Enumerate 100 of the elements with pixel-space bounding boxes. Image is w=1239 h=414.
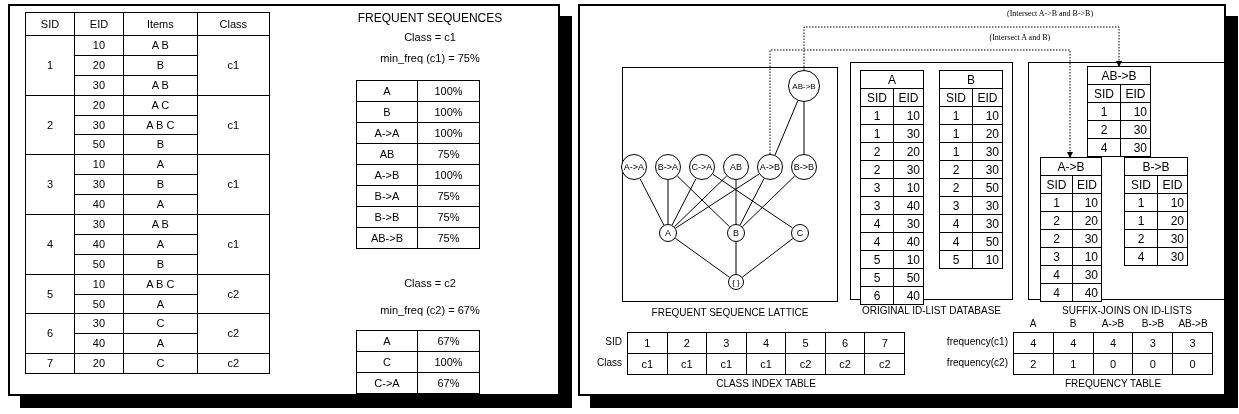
table-cell: 3 [25, 154, 75, 215]
table-cell: 4 [1053, 332, 1094, 354]
table-cell: 6 [860, 286, 894, 305]
table-cell: AB [356, 143, 418, 165]
row-label: frequency(c2) [945, 358, 1008, 368]
table-cell: 20 [1157, 211, 1188, 230]
table-cell: 4 [25, 214, 75, 275]
table-cell: 1 [939, 124, 973, 143]
table-cell: 2 [939, 178, 973, 197]
table-cell: 2 [1040, 211, 1073, 230]
dotted-arrow [803, 26, 1122, 71]
table-cell: A->A [356, 122, 418, 144]
column-header: SID [860, 88, 894, 107]
table-cell: 2 [1124, 229, 1158, 248]
column-header: SID [1040, 175, 1073, 194]
column-header: EID [1120, 84, 1151, 103]
table-cell: 4 [860, 232, 894, 251]
lattice-line [667, 179, 669, 225]
table-caption: FREQUENCY TABLE [1063, 379, 1163, 389]
table-cell: 30 [1072, 229, 1102, 248]
table-cell: 5 [785, 332, 826, 354]
table-cell: 3 [1172, 332, 1213, 354]
table-cell: B [356, 101, 418, 123]
table-cell: 1 [1087, 102, 1121, 121]
table-cell: 30 [74, 115, 124, 135]
class-heading: Class = c1 [403, 32, 457, 43]
table-cell: 7 [25, 353, 75, 374]
table-cell: 20 [893, 142, 924, 161]
table-cell: 1 [627, 332, 668, 354]
table-cell: 10 [893, 106, 924, 125]
lattice-line [739, 178, 765, 226]
table-cell: 30 [1157, 247, 1188, 266]
dotted-arrow [769, 49, 1073, 158]
table-cell: 100% [417, 101, 480, 123]
table-cell: 40 [74, 234, 124, 255]
table-cell: 40 [893, 286, 924, 305]
lattice-line [741, 237, 794, 278]
table-cell: 20 [74, 353, 124, 374]
column-header: Class [197, 12, 270, 36]
table-cell: c1 [197, 95, 270, 155]
table-cell: 1 [939, 106, 973, 125]
table-cell: c1 [746, 353, 786, 375]
table-cell: 2 [939, 160, 973, 179]
table-cell: 30 [1157, 229, 1188, 248]
table-cell: 1 [1124, 211, 1158, 230]
table-cell: B->B [356, 206, 418, 228]
table-cell: c2 [864, 353, 905, 375]
table-cell: 4 [1040, 265, 1073, 284]
table-cell: 50 [893, 268, 924, 287]
column-header: B [1068, 319, 1078, 329]
table-cell: 75% [417, 227, 480, 249]
table-cell: 4 [939, 214, 973, 233]
table-cell: 4 [746, 332, 786, 354]
table-cell: 1 [1053, 353, 1094, 375]
table-cell: c1 [197, 154, 270, 215]
table-cell: C->A [356, 372, 418, 394]
table-cell: 10 [74, 154, 124, 175]
table-cell: 10 [972, 106, 1003, 125]
table-cell: 20 [74, 95, 124, 116]
table-cell: 5 [860, 250, 894, 269]
table-cell: A [356, 330, 418, 352]
panel-caption: FREQUENT SEQUENCE LATTICE [650, 308, 810, 318]
table-cell: 3 [860, 178, 894, 197]
lattice-line [803, 101, 805, 155]
table-cell: 10 [893, 178, 924, 197]
lattice-line [735, 241, 737, 275]
panel-caption: SUFFIX-JOINS ON ID-LISTS [1061, 306, 1193, 316]
table-cell: A->B [356, 164, 418, 186]
edge-label: (Intersect A->B and B->B) [1007, 10, 1094, 18]
table-cell: 1 [25, 35, 75, 96]
table-cell: 30 [893, 124, 924, 143]
table-cell: 30 [1120, 138, 1151, 157]
table-cell: 4 [1013, 332, 1054, 354]
column-header: SID [939, 88, 973, 107]
table-cell: A B C [123, 274, 198, 295]
table-cell: 1 [939, 142, 973, 161]
table-cell: 2 [860, 160, 894, 179]
table-cell: 4 [860, 214, 894, 233]
lattice-line [774, 100, 799, 156]
column-header: B->B [1140, 319, 1166, 329]
edge-label: (Intersect A and B) [989, 34, 1051, 42]
table-cell: 30 [972, 214, 1003, 233]
column-header: EID [1157, 175, 1188, 194]
table-cell: 1 [1124, 193, 1158, 212]
table-cell: c2 [197, 313, 270, 354]
table-cell: 50 [972, 178, 1003, 197]
table-cell: 4 [1040, 283, 1073, 302]
table-title-cell: A->B [1040, 157, 1102, 176]
column-header: EID [1072, 175, 1102, 194]
table-caption: CLASS INDEX TABLE [715, 379, 817, 389]
table-cell: 50 [972, 232, 1003, 251]
table-cell: 4 [1124, 247, 1158, 266]
threshold-text: min_freq (c1) = 75% [379, 53, 481, 64]
table-cell: 4 [1093, 332, 1133, 354]
table-cell: A C [123, 95, 198, 116]
table-cell: 50 [74, 294, 124, 314]
table-cell: 100% [417, 164, 480, 186]
table-cell: 40 [1072, 283, 1102, 302]
lattice-line [671, 178, 697, 226]
table-cell: 0 [1172, 353, 1213, 375]
